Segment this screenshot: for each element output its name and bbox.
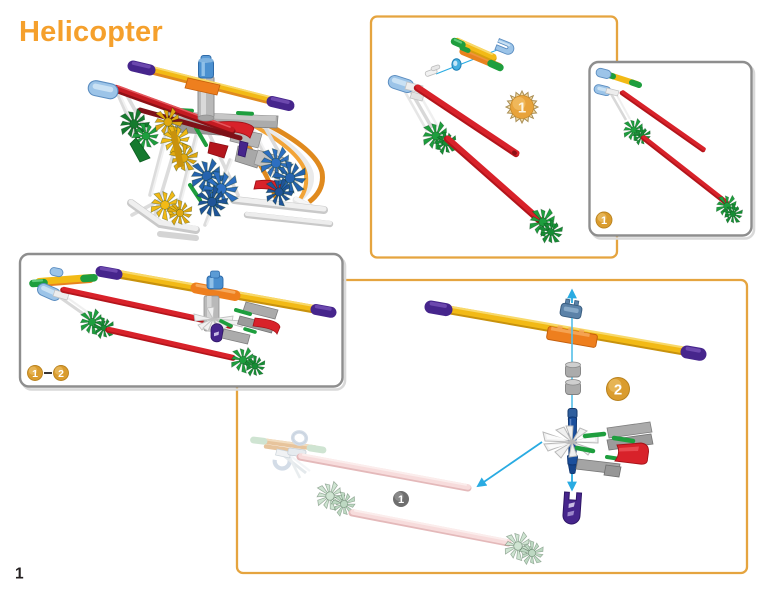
svg-text:1: 1 [518, 100, 526, 117]
svg-text:Helicopter: Helicopter [19, 16, 163, 48]
svg-text:1: 1 [398, 494, 404, 506]
svg-text:2: 2 [614, 382, 622, 399]
svg-text:1: 1 [32, 368, 38, 380]
svg-text:1: 1 [15, 566, 24, 583]
svg-text:1: 1 [601, 215, 607, 227]
svg-text:2: 2 [58, 368, 64, 380]
